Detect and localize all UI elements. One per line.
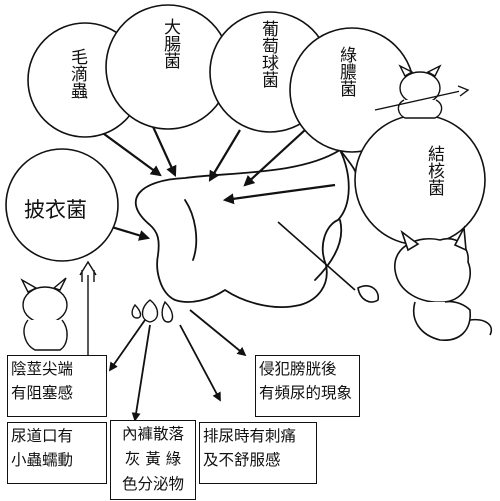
label-staph: 葡萄球菌	[258, 20, 278, 88]
symptom-urethra-bugs: 尿道口有 小蟲蠕動	[7, 422, 107, 484]
bubble-chlamydia	[5, 148, 119, 262]
bacteria-bubbles	[5, 4, 486, 262]
symptom-glans-blockage: 陰莖尖端 有阻塞感	[7, 355, 107, 417]
label-chlamydia: 披衣菌	[24, 198, 87, 222]
label-pseudomonas-text: 綠膿菌	[336, 46, 356, 97]
label-tuberculosis-text: 結核菌	[424, 145, 444, 196]
label-trichomonas: 毛滴蟲	[67, 48, 87, 99]
infection-arrows	[84, 119, 336, 241]
symptom-underwear-stain: 內褲散落 灰 黃 綠 色分泌物	[110, 420, 196, 500]
label-staph-text: 葡萄球菌	[258, 20, 278, 88]
symptom-arrows	[108, 309, 247, 422]
symptom-urethra-line1: 尿道口有	[11, 427, 74, 445]
penis-outline	[135, 149, 350, 308]
symptom-glans-line1: 陰莖尖端	[11, 360, 74, 378]
symptom-urination-pain: 排尿時有刺痛 及不舒服感	[199, 422, 317, 484]
symptom-pain-line1: 排尿時有刺痛	[203, 427, 297, 445]
symptom-stain-line2: 灰 黃 綠	[124, 450, 182, 468]
shaft-edge	[314, 219, 343, 281]
symptom-bladder-invasion: 侵犯膀胱後 有頻尿的現象	[255, 355, 360, 417]
symptom-pain-line2: 及不舒服感	[203, 451, 281, 469]
devil-large	[277, 221, 492, 341]
symptom-stain-line1: 內褲散落	[121, 425, 184, 443]
label-trichomonas-text: 毛滴蟲	[67, 48, 87, 99]
devil-small	[374, 64, 470, 119]
urethra-line	[184, 199, 198, 261]
discharge-drops	[131, 299, 174, 323]
symptom-stain-line3: 色分泌物	[121, 475, 184, 493]
label-ecoli-text: 大腸菌	[160, 18, 180, 69]
symptom-glans-line2: 有阻塞感	[11, 384, 74, 402]
symptom-bladder-line2: 有頻尿的現象	[259, 384, 353, 402]
label-tuberculosis: 結核菌	[424, 145, 444, 196]
label-pseudomonas: 綠膿菌	[336, 46, 356, 97]
devil-left	[20, 260, 97, 355]
symptom-urethra-line2: 小蟲蠕動	[11, 451, 74, 469]
label-ecoli: 大腸菌	[160, 18, 180, 69]
bubble-tuberculosis	[354, 114, 486, 246]
symptom-bladder-line1: 侵犯膀胱後	[259, 360, 337, 378]
